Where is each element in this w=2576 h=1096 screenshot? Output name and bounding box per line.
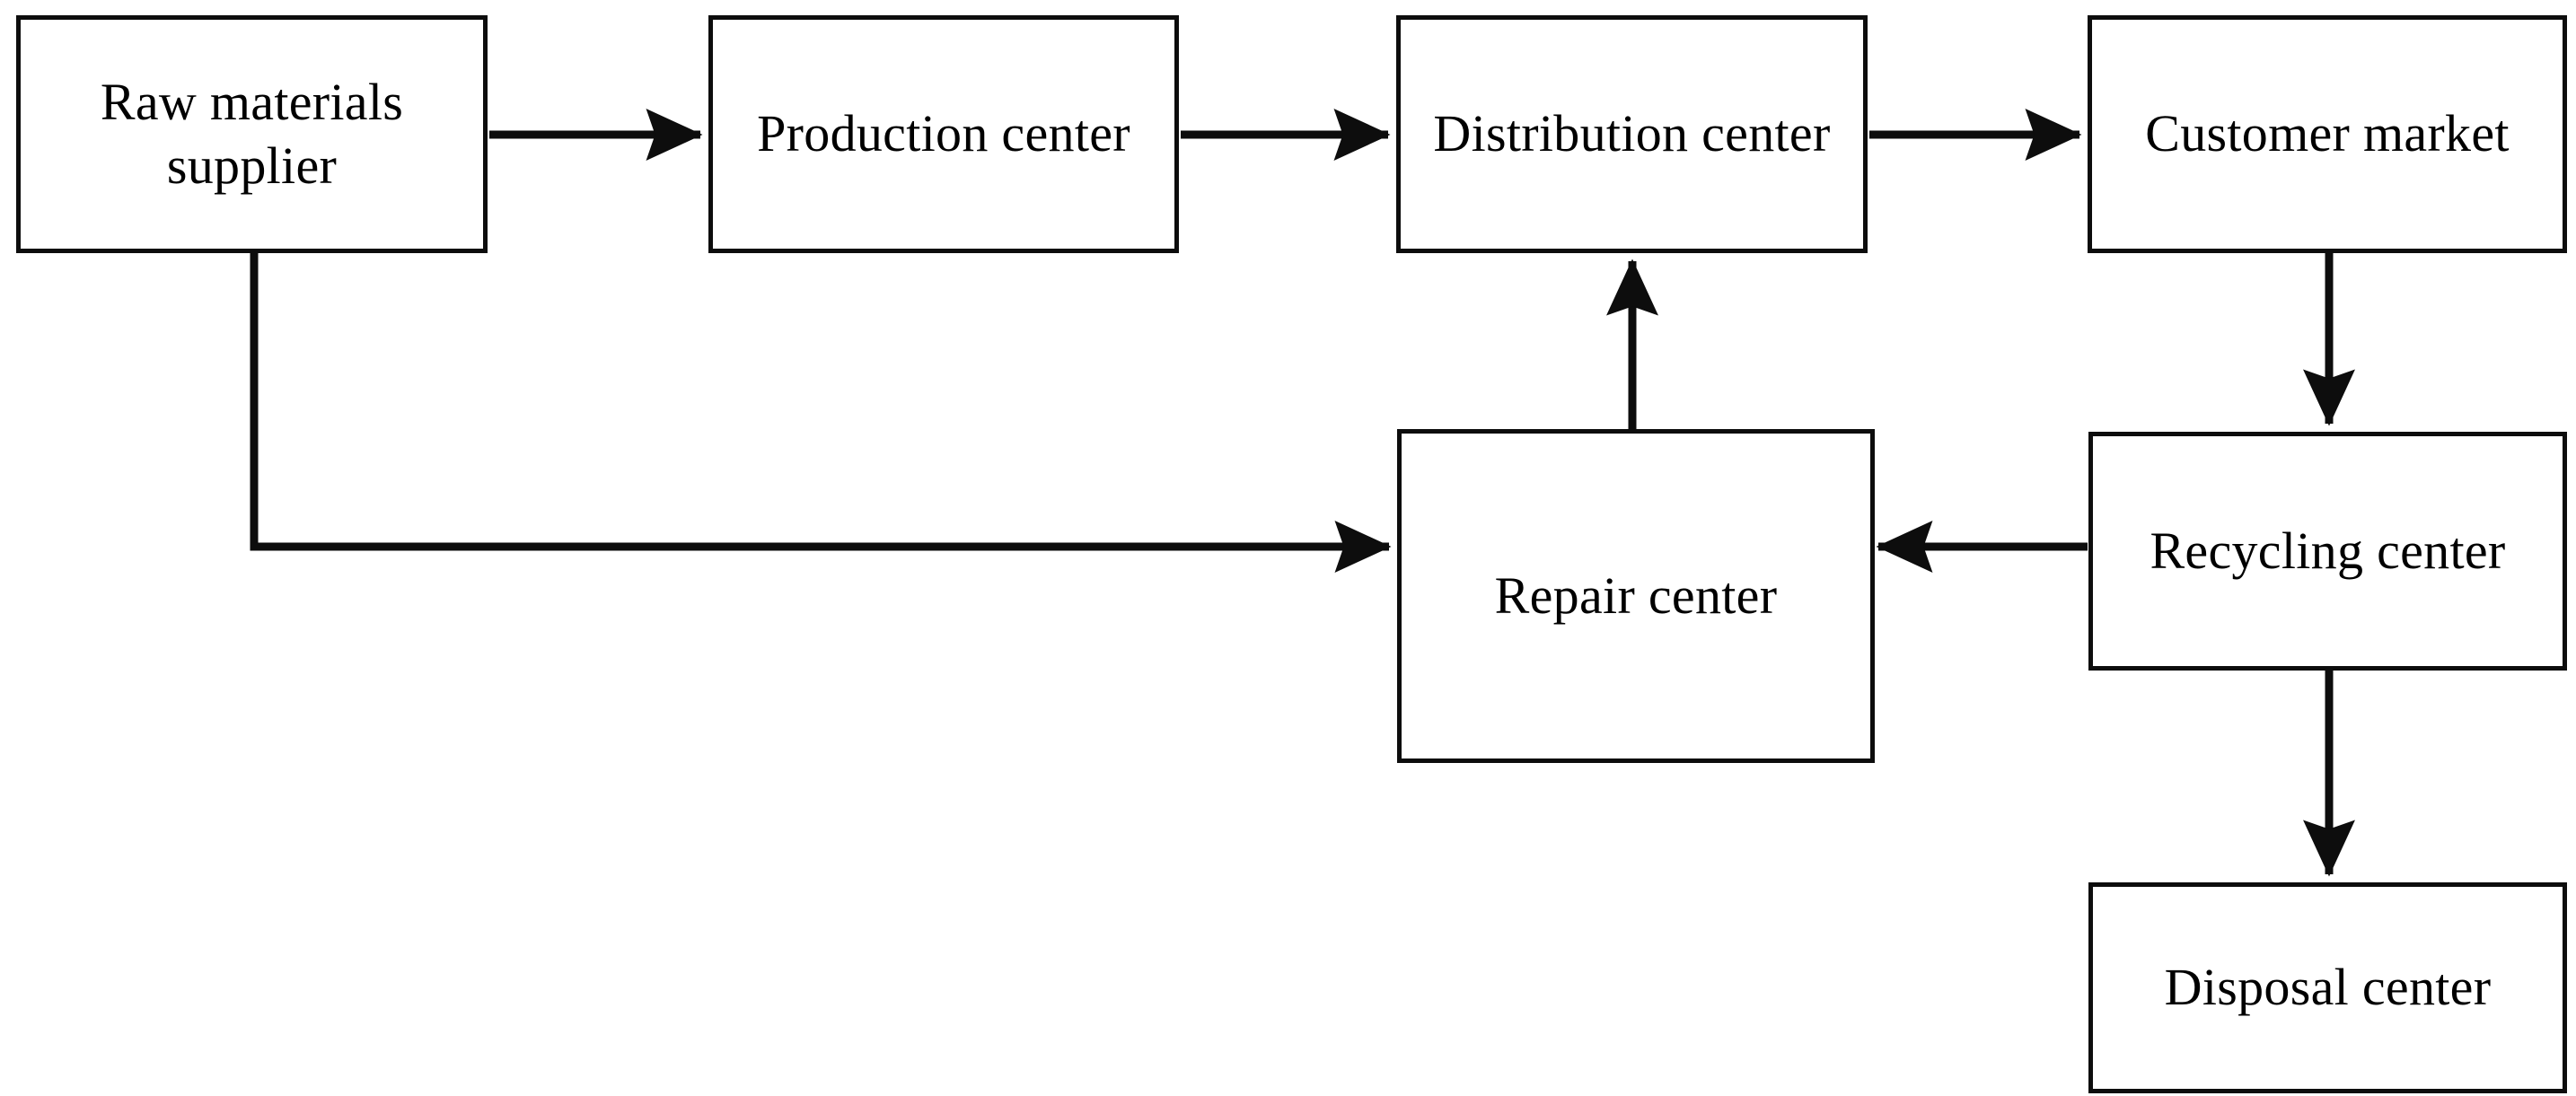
node-label-disposal-center: Disposal center: [2164, 958, 2492, 1017]
node-customer-market[interactable]: Customer market: [2088, 15, 2567, 253]
node-label-distribution-center: Distribution center: [1433, 104, 1831, 163]
node-disposal-center[interactable]: Disposal center: [2088, 882, 2567, 1093]
node-production-center[interactable]: Production center: [708, 15, 1179, 253]
node-label-production-center: Production center: [757, 104, 1130, 163]
node-repair-center[interactable]: Repair center: [1397, 429, 1875, 763]
node-raw-materials-supplier[interactable]: Raw materials supplier: [16, 15, 488, 253]
node-label-raw-materials-supplier: Raw materials supplier: [100, 72, 404, 195]
node-label-repair-center: Repair center: [1494, 566, 1778, 625]
node-distribution-center[interactable]: Distribution center: [1396, 15, 1868, 253]
node-recycling-center[interactable]: Recycling center: [2088, 432, 2567, 671]
node-label-customer-market: Customer market: [2145, 104, 2510, 163]
edge-raw-to-repair: [250, 251, 1392, 573]
node-label-recycling-center: Recycling center: [2150, 521, 2506, 580]
